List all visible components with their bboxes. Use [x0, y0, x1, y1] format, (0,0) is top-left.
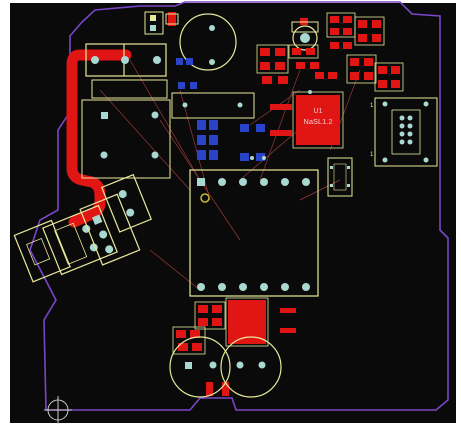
main-ic-footprint [189, 169, 319, 297]
rj-pin2-label: 1 [370, 152, 374, 158]
rj-pin1-label: 1 [370, 103, 374, 109]
terminal-block-middle [79, 193, 141, 266]
ic-small-right [327, 157, 353, 197]
board-outline [29, 1, 449, 411]
rj-connector: 1 1 [370, 97, 438, 167]
bottom-smd-pads [176, 58, 265, 161]
regulator-u1: U1 NaSL1.2 [292, 91, 344, 149]
connector-j1-pads [91, 56, 161, 64]
component-outline-center [171, 92, 255, 119]
component-outline-center-pads [182, 102, 243, 108]
fiducial-marker [44, 396, 72, 424]
relay-pads [100, 111, 159, 159]
smd-cluster-top-right [256, 12, 404, 92]
connector-left-edge [13, 219, 71, 283]
component-outline-left [91, 79, 168, 99]
u1-value-label: NaSL1.2 [303, 117, 332, 126]
resistor-r-top [270, 104, 292, 110]
vias [250, 36, 312, 160]
header-top [144, 11, 179, 35]
bottom-smd-outlines [172, 297, 269, 355]
bottom-red-smd [176, 300, 296, 396]
electrolytic-capacitor-bottom-left [169, 336, 231, 398]
power-trace [66, 49, 132, 228]
resistor-r-mid [270, 130, 292, 136]
electrolytic-capacitor-bottom-right [220, 336, 282, 398]
electrolytic-capacitor-top [179, 13, 237, 71]
terminal-block-right [100, 173, 153, 233]
u1-ref-label: U1 [314, 108, 323, 115]
